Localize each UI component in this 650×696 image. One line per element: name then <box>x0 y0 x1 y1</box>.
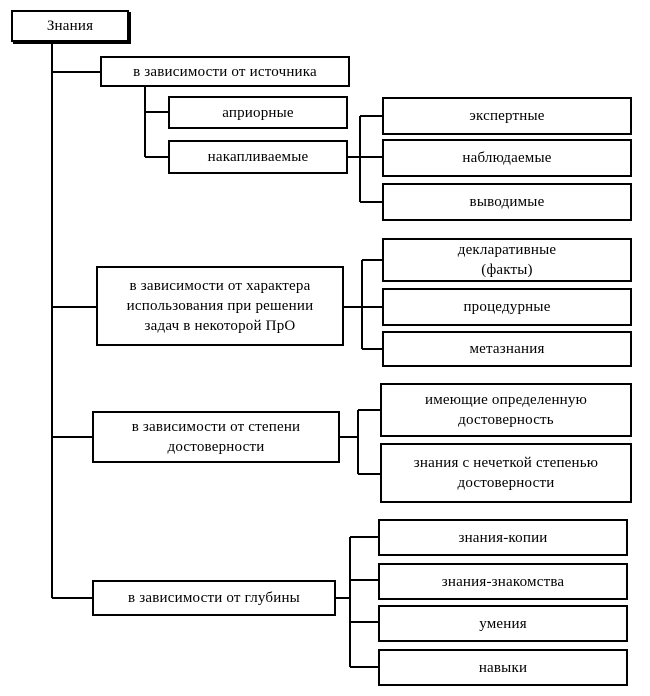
group-usage-line-2: использования при решении <box>126 298 314 314</box>
group-reliability-line-2: достоверности <box>167 439 265 455</box>
node-definite-reliability-line-2: достоверность <box>458 412 554 428</box>
group-source: в зависимости от источника <box>100 56 350 87</box>
node-observed: наблюдаемые <box>382 139 632 177</box>
node-apriori-label: априорные <box>222 104 294 121</box>
node-accumulated: накапливаемые <box>168 140 348 174</box>
node-metaknowledge-label: метазнания <box>469 341 545 357</box>
group-usage-line-3: задач в некоторой ПрО <box>144 318 296 334</box>
group-usage-line-1: в зависимости от характера <box>129 278 311 294</box>
root-node: Знания <box>11 10 129 42</box>
node-declarative: декларативные (факты) <box>382 238 632 282</box>
group-depth: в зависимости от глубины <box>92 580 336 616</box>
node-expert: экспертные <box>382 97 632 135</box>
node-fuzzy-reliability-line-1: знания с нечеткой степенью <box>413 455 599 471</box>
node-derived: выводимые <box>382 183 632 221</box>
node-accumulated-label: накапливаемые <box>207 149 309 165</box>
node-knowledge-copies: знания-копии <box>378 519 628 556</box>
node-knowledge-copies-label: знания-копии <box>458 529 548 546</box>
node-observed-label: наблюдаемые <box>462 150 552 166</box>
node-procedural-label: процедурные <box>463 299 551 315</box>
node-definite-reliability-line-1: имеющие определенную <box>424 392 588 408</box>
node-derived-label: выводимые <box>469 194 545 210</box>
node-apriori: априорные <box>168 96 348 129</box>
node-definite-reliability: имеющие определенную достоверность <box>380 383 632 437</box>
group-reliability: в зависимости от степени достоверности <box>92 411 340 463</box>
node-skills-label: навыки <box>478 659 528 676</box>
node-declarative-line-1: декларативные <box>457 242 557 258</box>
node-knowledge-acquaintance: знания-знакомства <box>378 563 628 600</box>
node-procedural: процедурные <box>382 288 632 326</box>
group-reliability-line-1: в зависимости от степени <box>131 419 301 435</box>
node-declarative-line-2: (факты) <box>481 262 533 278</box>
node-fuzzy-reliability-line-2: достоверности <box>457 475 555 491</box>
node-expert-label: экспертные <box>469 108 545 124</box>
root-label: Знания <box>46 18 94 34</box>
group-source-label: в зависимости от источника <box>133 63 317 80</box>
node-abilities-label: умения <box>479 615 527 632</box>
node-knowledge-acquaintance-label: знания-знакомства <box>441 573 565 590</box>
node-abilities: умения <box>378 605 628 642</box>
node-metaknowledge: метазнания <box>382 331 632 367</box>
group-usage: в зависимости от характера использования… <box>96 266 344 346</box>
node-fuzzy-reliability: знания с нечеткой степенью достоверности <box>380 443 632 503</box>
node-skills: навыки <box>378 649 628 686</box>
group-depth-label: в зависимости от глубины <box>128 590 300 606</box>
